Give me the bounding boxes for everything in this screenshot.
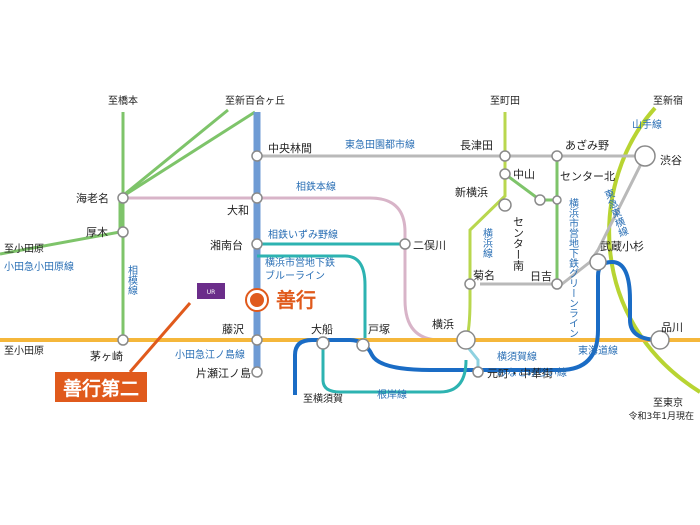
station-shinagawa[interactable] [650, 330, 670, 350]
line-label-izumino: 相鉄いずみ野線 [268, 228, 338, 241]
line-label-blue-line-1: 横浜市営地下鉄 [265, 256, 335, 269]
station-motomachi[interactable] [472, 366, 484, 378]
station-shin-yokohama[interactable] [498, 198, 512, 212]
line-label-sagami: 相模線 [126, 264, 138, 295]
yamanote-line [607, 106, 700, 394]
station-kikuna[interactable] [464, 278, 476, 290]
toyoko-line [480, 155, 647, 286]
dest-machida: 至町田 [490, 95, 520, 107]
label-hiyoshi: 日吉 [530, 270, 552, 283]
dest-odawara-top: 至小田原 [4, 243, 44, 255]
line-label-yokohama-line: 横浜線 [481, 227, 493, 258]
line-label-yamanote: 山手線 [632, 118, 662, 131]
dest-tokyo: 至東京 [653, 396, 683, 409]
line-label-blue-line-2: ブルーライン [265, 269, 325, 282]
ur-logo-text: UR [207, 289, 216, 296]
odakyu-branch-line [119, 110, 256, 200]
callout-box [55, 372, 147, 402]
ur-logo [197, 283, 225, 299]
label-ebina: 海老名 [76, 191, 109, 205]
line-label-enoshima: 小田急江ノ島線 [175, 348, 245, 361]
label-chigasaki: 茅ヶ崎 [90, 349, 123, 363]
label-katase-enoshima: 片瀬江ノ島 [196, 366, 251, 380]
station-nakayama[interactable] [499, 168, 511, 180]
station-ofuna[interactable] [316, 336, 330, 350]
label-shibuya: 渋谷 [660, 154, 682, 167]
label-futamatagawa: 二俣川 [413, 238, 446, 252]
label-ofuna: 大船 [311, 322, 333, 336]
station-center-minami[interactable] [552, 195, 562, 205]
dest-yokosuka: 至横須賀 [303, 392, 343, 405]
station-shonandai[interactable] [251, 238, 263, 250]
line-label-yokosuka: 横須賀線 [497, 350, 537, 363]
station-nagatsuta[interactable] [499, 150, 511, 162]
station-chuo-rinkan[interactable] [251, 150, 263, 162]
station-azamino[interactable] [551, 150, 563, 162]
blue-line-branch [257, 254, 367, 345]
target-station-marker-inner [250, 293, 264, 307]
label-musashi-kosugi-1: 武蔵小杉 [600, 239, 644, 253]
label-yamato: 大和 [227, 203, 249, 217]
line-label-tokaido: 東海道線 [578, 344, 618, 357]
station-shibuya[interactable] [634, 145, 656, 167]
dest-shinjuku: 至新宿 [653, 94, 683, 107]
dest-odawara-bottom: 至小田原 [4, 345, 44, 357]
callout-label: 善行第二 [63, 377, 139, 400]
label-center-minami: センター南 [512, 216, 525, 271]
target-station-label: 善行 [276, 288, 316, 312]
station-yamato[interactable] [251, 192, 263, 204]
yokosuka-line [293, 259, 661, 395]
label-nagatsuta: 長津田 [460, 139, 493, 152]
negishi-line [321, 345, 468, 394]
label-azamino: あざみ野 [565, 138, 609, 152]
station-totsuka[interactable] [356, 338, 370, 352]
dest-shinyurigaoka: 至新百合ヶ丘 [225, 94, 285, 107]
line-label-sotetsu-main: 相鉄本線 [296, 180, 336, 193]
station-katase-enoshima[interactable] [251, 366, 263, 378]
label-yokohama: 横浜 [432, 317, 454, 331]
callout-pointer [128, 302, 192, 373]
line-label-minatomirai: みなとみらい線 [497, 366, 567, 379]
station-musashi-kosugi[interactable] [589, 253, 607, 271]
label-shinagawa: 品川 [661, 321, 683, 334]
station-center-kita[interactable] [534, 194, 546, 206]
line-label-denentoshi: 東急田園都市線 [345, 138, 415, 151]
station-yokohama[interactable] [456, 330, 476, 350]
as-of-note: 令和3年1月現在 [629, 410, 694, 422]
station-futamatagawa[interactable] [399, 238, 411, 250]
station-atsugi[interactable] [117, 226, 129, 238]
line-label-green-line: 横浜市営地下鉄グリーンライン [567, 197, 579, 338]
line-label-odakyu-odawara: 小田急小田原線 [4, 260, 74, 273]
station-chigasaki[interactable] [117, 334, 129, 346]
label-nakayama: 中山 [513, 168, 535, 181]
label-kikuna: 菊名 [473, 268, 495, 282]
label-totsuka: 戸塚 [368, 323, 390, 336]
station-fujisawa[interactable] [251, 334, 263, 346]
label-fujisawa: 藤沢 [222, 322, 244, 336]
line-label-negishi: 根岸線 [377, 388, 407, 401]
station-hiyoshi[interactable] [551, 278, 563, 290]
odakyu-odawara-line [0, 108, 229, 256]
dest-hashimoto: 至橋本 [108, 94, 138, 107]
label-chuo-rinkan: 中央林間 [268, 141, 312, 155]
label-center-kita: センター北 [560, 170, 615, 183]
station-ebina[interactable] [117, 192, 129, 204]
label-shin-yokohama: 新横浜 [455, 185, 488, 199]
label-motomachi: 元町・中華街 [487, 366, 553, 380]
label-shonandai: 湘南台 [210, 238, 243, 252]
label-atsugi: 厚木 [86, 226, 108, 239]
